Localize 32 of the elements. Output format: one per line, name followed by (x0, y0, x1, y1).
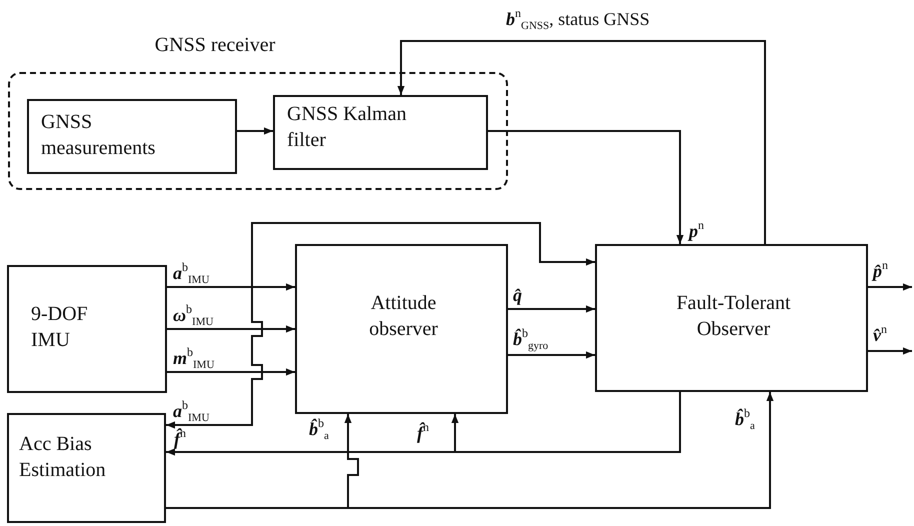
arrow (166, 414, 359, 509)
process-box (7, 413, 166, 523)
box-label: GNSS measurements (41, 110, 156, 161)
arrow (397, 40, 766, 244)
arrow (488, 130, 684, 244)
process-box (273, 95, 488, 170)
arrow (868, 283, 912, 291)
edge-label: q̂ (512, 286, 523, 304)
arrow (508, 351, 595, 359)
group-title: GNSS receiver (154, 33, 276, 58)
process-box (595, 244, 868, 392)
arrow (237, 127, 273, 135)
process-box (7, 265, 167, 393)
arrow (451, 392, 681, 453)
arrow (508, 305, 595, 313)
process-box (295, 244, 508, 414)
edge-label: v̂$^{n}$ (872, 326, 888, 344)
edge-label: f̂$^{n}$ (173, 430, 187, 448)
box-label: Attitude observer (368, 291, 439, 342)
edge-label: f̂$^{n}$ (416, 424, 430, 442)
edge-label: p$^{n}$ (688, 222, 705, 240)
process-box (27, 99, 237, 174)
arrow (868, 347, 912, 355)
box-label: GNSS Kalman filter (287, 102, 408, 153)
edge-label: b$^{n}$$_{GNSS}$, status GNSS (505, 10, 651, 28)
box-label: 9-DOF IMU (31, 302, 89, 353)
arrow (167, 325, 295, 333)
arrow (167, 368, 295, 376)
edge-label: p̂$^{n}$ (872, 262, 889, 280)
arrow (166, 286, 263, 429)
box-label: Fault-Tolerant Observer (675, 291, 792, 342)
box-label: Acc Bias Estimation (19, 432, 107, 483)
